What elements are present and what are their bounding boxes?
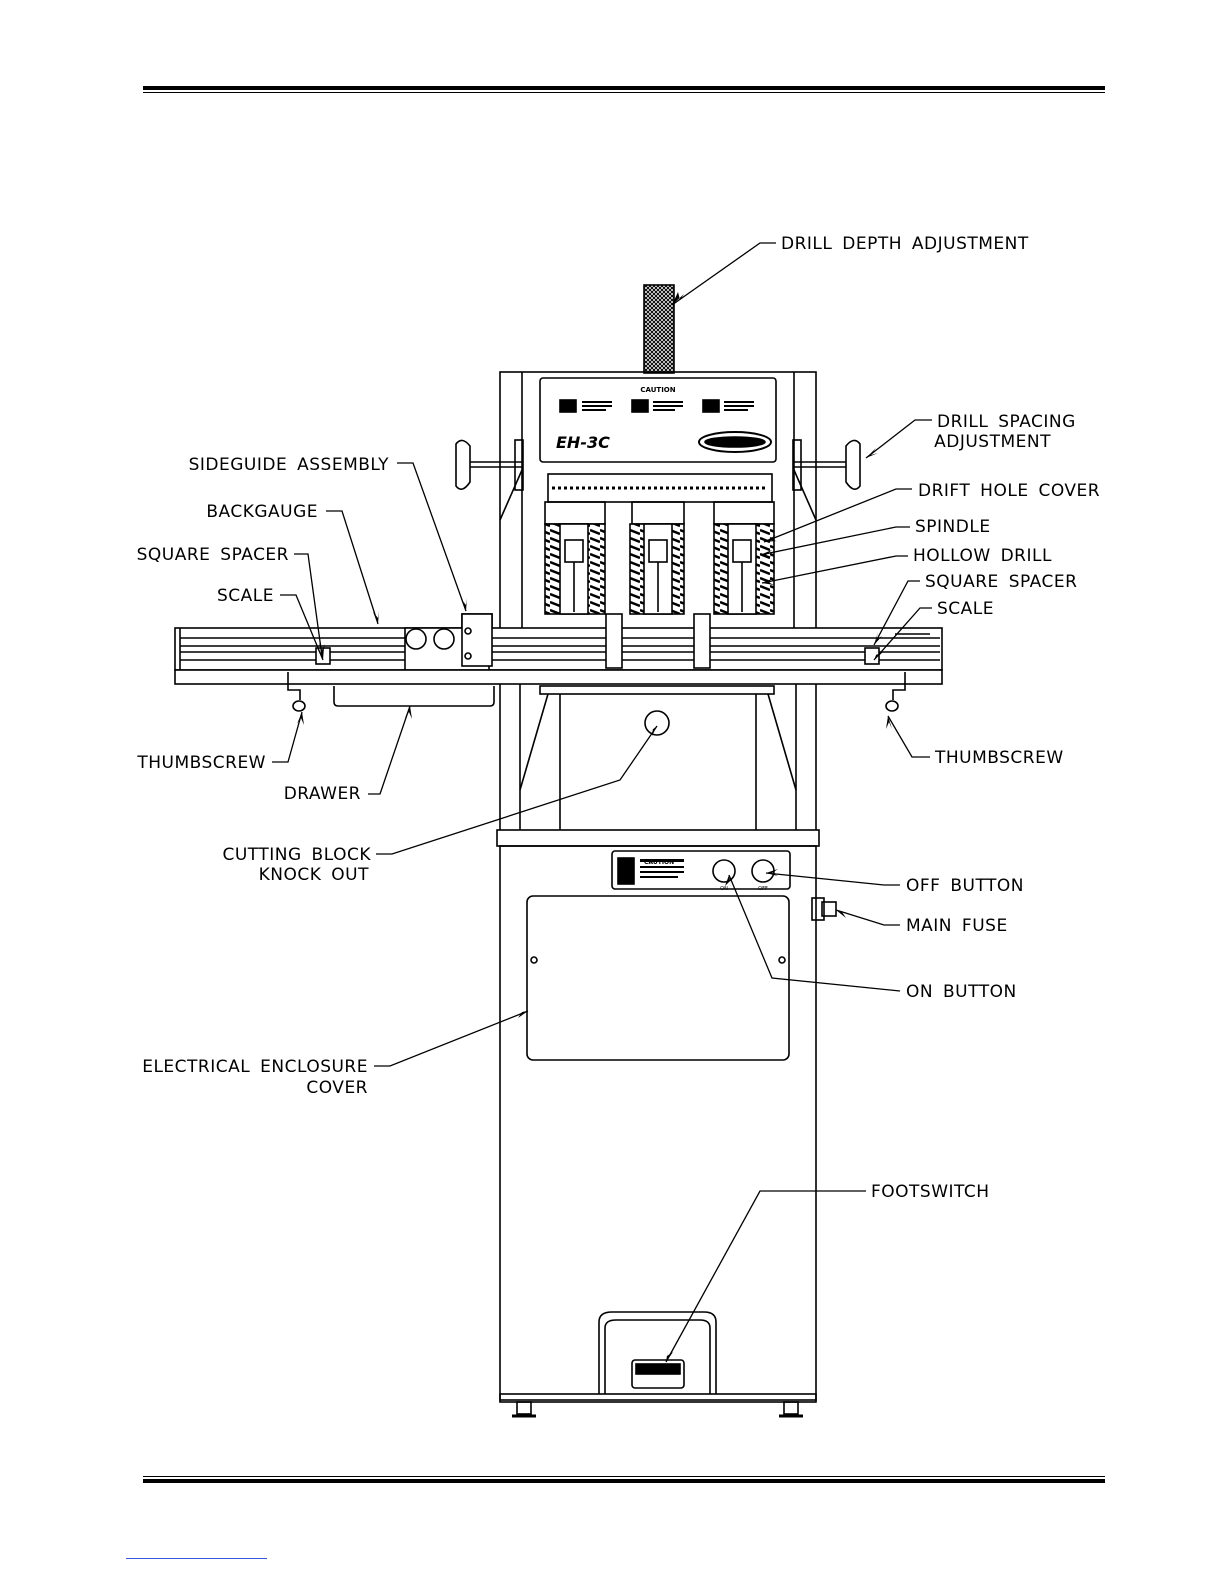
label-scale-right: SCALE [937, 599, 994, 619]
label-sideguide-assembly: SIDEGUIDE ASSEMBLY [189, 455, 389, 475]
label-on-button: ON BUTTON [906, 982, 1017, 1002]
machine-drawing [174, 284, 943, 1418]
arrowheads [297, 292, 892, 1362]
label-footswitch: FOOTSWITCH [871, 1182, 990, 1202]
label-cutting-block-line1: CUTTING BLOCK [222, 845, 371, 865]
drill-depth-knob [643, 284, 675, 374]
panel-caution-text: CAUTION [640, 386, 675, 394]
electrical-enclosure-cover [526, 895, 790, 1061]
footswitch-housing [598, 1311, 717, 1394]
label-hollow-drill: HOLLOW DRILL [913, 546, 1052, 566]
label-square-spacer-right: SQUARE SPACER [925, 572, 1077, 592]
label-thumbscrew-right: THUMBSCREW [934, 748, 1064, 768]
label-off-button: OFF BUTTON [906, 876, 1024, 896]
header-rule-thick [143, 86, 1105, 90]
footer-rule-thick [143, 1479, 1105, 1483]
label-electrical-enclosure-line2: COVER [306, 1078, 368, 1098]
label-cutting-block-line2: KNOCK OUT [259, 865, 369, 885]
label-square-spacer-left: SQUARE SPACER [137, 545, 289, 565]
footnote-link-underline [126, 1558, 267, 1559]
label-drill-depth-adjustment: DRILL DEPTH ADJUSTMENT [781, 234, 1029, 254]
label-drawer: DRAWER [284, 784, 361, 804]
on-mark: ON [720, 886, 728, 892]
model-badge: EH-3C [556, 433, 610, 452]
leader-lines [272, 242, 932, 1363]
label-drill-spacing-adjustment-line2: ADJUSTMENT [934, 432, 1051, 452]
label-electrical-enclosure-line1: ELECTRICAL ENCLOSURE [142, 1057, 368, 1077]
control-caution-text: CAUTION [644, 859, 674, 866]
label-drift-hole-cover: DRIFT HOLE COVER [918, 481, 1100, 501]
off-mark: OFF [758, 886, 768, 892]
footer-rule-thin [143, 1476, 1105, 1477]
label-thumbscrew-left: THUMBSCREW [136, 753, 266, 773]
label-backgauge: BACKGAUGE [206, 502, 318, 522]
label-scale-left: SCALE [217, 586, 274, 606]
label-drill-spacing-adjustment-line1: DRILL SPACING [937, 412, 1076, 432]
header-rule-thin [143, 92, 1105, 93]
label-main-fuse: MAIN FUSE [906, 916, 1008, 936]
caution-panel [539, 377, 777, 463]
label-spindle: SPINDLE [915, 517, 991, 537]
